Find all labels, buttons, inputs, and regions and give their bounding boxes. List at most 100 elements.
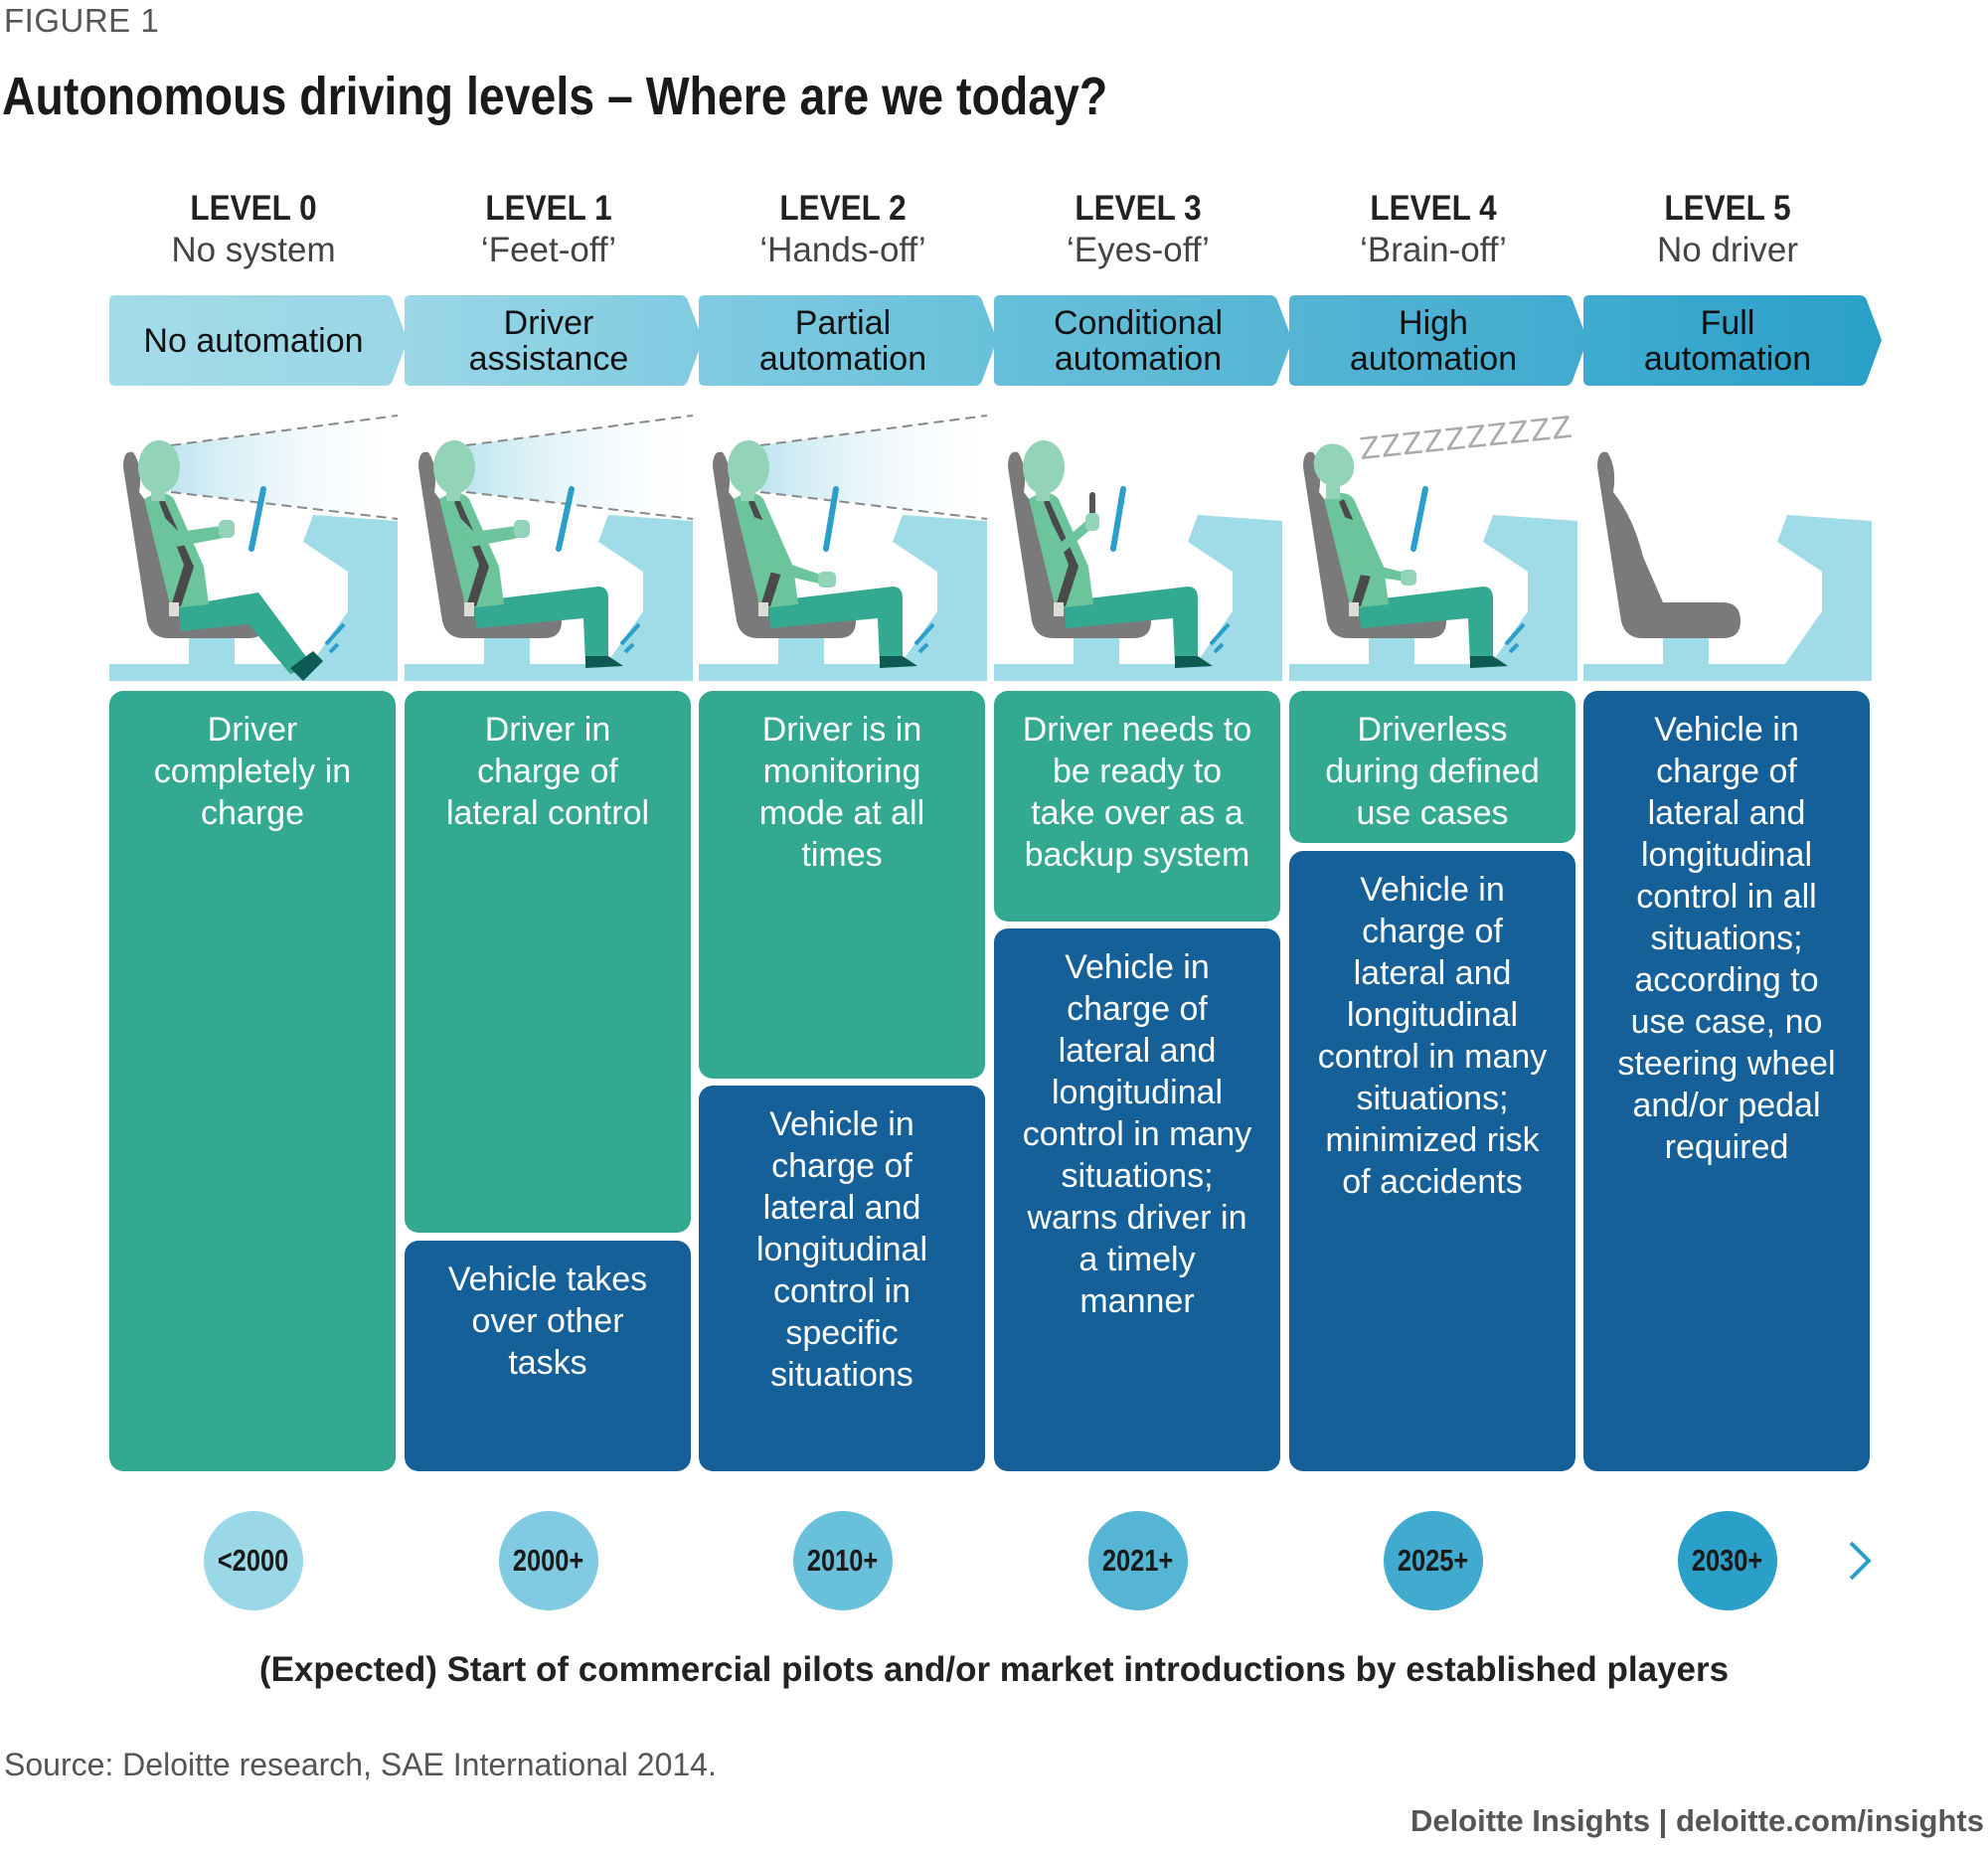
vehicle-role-line: Vehicle in xyxy=(1065,948,1210,986)
floor-shape xyxy=(1583,664,1872,681)
vehicle-role-line: control in many xyxy=(1317,1038,1548,1076)
driver-role-line: Driver needs to xyxy=(1022,711,1252,749)
dashboard-shape xyxy=(1188,515,1282,668)
head-shape xyxy=(1023,440,1065,494)
automation-line: Full xyxy=(1700,303,1755,342)
neck-shape xyxy=(1036,487,1050,501)
driver-role-line: mode at all xyxy=(758,794,925,832)
year-marker: 2030+ xyxy=(1678,1511,1777,1610)
vehicle-role-line: warns driver in xyxy=(1027,1199,1247,1237)
footer-credit: Deloitte Insights | deloitte.com/insight… xyxy=(1409,1803,1984,1838)
automation-line: High xyxy=(1399,303,1468,342)
belt-buckle-shape xyxy=(169,602,179,616)
floor-shape xyxy=(1289,664,1577,681)
level-subtitle: ‘Eyes-off’ xyxy=(1067,231,1210,269)
shoe-shape xyxy=(1175,656,1213,668)
vehicle-role-line: over other xyxy=(471,1302,624,1340)
hand-shape xyxy=(1401,570,1416,586)
year-label: 2021+ xyxy=(1102,1543,1174,1578)
arm-shape xyxy=(1344,517,1408,582)
year-marker: 2021+ xyxy=(1088,1511,1188,1610)
automation-line: automation xyxy=(1643,339,1812,378)
seat-shape xyxy=(418,451,562,638)
steering-wheel-shape xyxy=(248,486,266,552)
timeline-caption: (Expected) Start of commercial pilots an… xyxy=(258,1650,1730,1689)
driver-role-line: backup system xyxy=(1024,836,1250,874)
chevron-arrow-icon xyxy=(699,295,997,386)
year-label: 2010+ xyxy=(807,1543,879,1578)
driver-role-line: Driver is in xyxy=(761,711,922,749)
vehicle-role-line: according to xyxy=(1634,961,1819,999)
level-name: LEVEL 2 xyxy=(779,189,907,228)
torso-shape xyxy=(144,493,209,608)
neck-shape xyxy=(1326,485,1340,499)
belt-buckle-shape xyxy=(1054,602,1064,616)
illustration-5 xyxy=(1583,408,1872,681)
automation-label: No automation xyxy=(109,295,398,386)
vehicle-role-line: lateral and xyxy=(1647,794,1806,832)
floor-shape xyxy=(699,664,987,681)
source-note: Source: Deloitte research, SAE Internati… xyxy=(4,1747,717,1782)
chevron-shape xyxy=(405,295,703,386)
vehicle-role-line: longitudinal xyxy=(1640,836,1813,874)
vehicle-role-line: control in many xyxy=(1022,1115,1252,1153)
pedal-shape xyxy=(1209,622,1231,654)
driver-role-line: completely in xyxy=(153,753,352,790)
neck-shape xyxy=(741,487,754,501)
hand-shape xyxy=(219,520,235,538)
arm-shape xyxy=(753,517,826,585)
illustration-1 xyxy=(405,408,694,681)
dashboard-shape xyxy=(893,515,987,668)
year-marker: 2000+ xyxy=(499,1511,598,1610)
vehicle-role-line: lateral and xyxy=(1058,1032,1217,1070)
driver-role-line: lateral control xyxy=(445,794,650,832)
automation-line: Driver xyxy=(503,303,594,342)
illustration-0 xyxy=(109,408,399,681)
seat-shape xyxy=(1597,451,1740,638)
vehicle-role-line: Vehicle takes xyxy=(447,1261,648,1298)
level-subtitle: ‘Brain-off’ xyxy=(1360,231,1507,269)
arm-shape xyxy=(459,517,529,547)
vision-line-shape xyxy=(170,415,399,520)
vehicle-role-line: control in xyxy=(773,1272,911,1310)
chevron-arrow-icon xyxy=(109,295,408,386)
vehicle-role-line: longitudinal xyxy=(1051,1074,1224,1111)
pedal-shape xyxy=(619,622,641,654)
vehicle-role-line: longitudinal xyxy=(755,1231,928,1268)
year-marker: 2025+ xyxy=(1384,1511,1483,1610)
timeline xyxy=(108,1541,1872,1581)
belt-buckle-shape xyxy=(758,602,768,616)
vision-line-shape xyxy=(465,415,694,520)
level-heading-1: LEVEL 1‘Feet-off’ xyxy=(405,189,693,272)
vehicle-role-line: of accidents xyxy=(1342,1163,1523,1201)
steering-wheel-shape xyxy=(1110,486,1126,552)
arm-shape xyxy=(1049,517,1093,557)
steering-wheel-shape xyxy=(556,486,575,552)
vehicle-role-line: control in all xyxy=(1636,878,1817,916)
driver-role-line: Driverless xyxy=(1357,711,1508,749)
vehicle-role-line: steering wheel xyxy=(1617,1045,1836,1083)
dashboard-shape xyxy=(598,515,693,668)
steering-wheel-shape xyxy=(1410,486,1428,552)
dashboard-shape xyxy=(1483,515,1577,668)
driver-role-line: take over as a xyxy=(1031,794,1243,832)
legs-shape xyxy=(768,587,903,664)
level-name: LEVEL 3 xyxy=(1075,189,1202,228)
vision-cone-shape xyxy=(466,416,693,519)
vehicle-role-line: lateral and xyxy=(762,1189,921,1227)
year-label: <2000 xyxy=(218,1543,289,1578)
chevron-shape xyxy=(109,295,408,386)
belt-buckle-shape xyxy=(1349,602,1359,616)
hand-shape xyxy=(514,520,530,538)
vehicle-role-line: minimized risk xyxy=(1325,1121,1540,1159)
